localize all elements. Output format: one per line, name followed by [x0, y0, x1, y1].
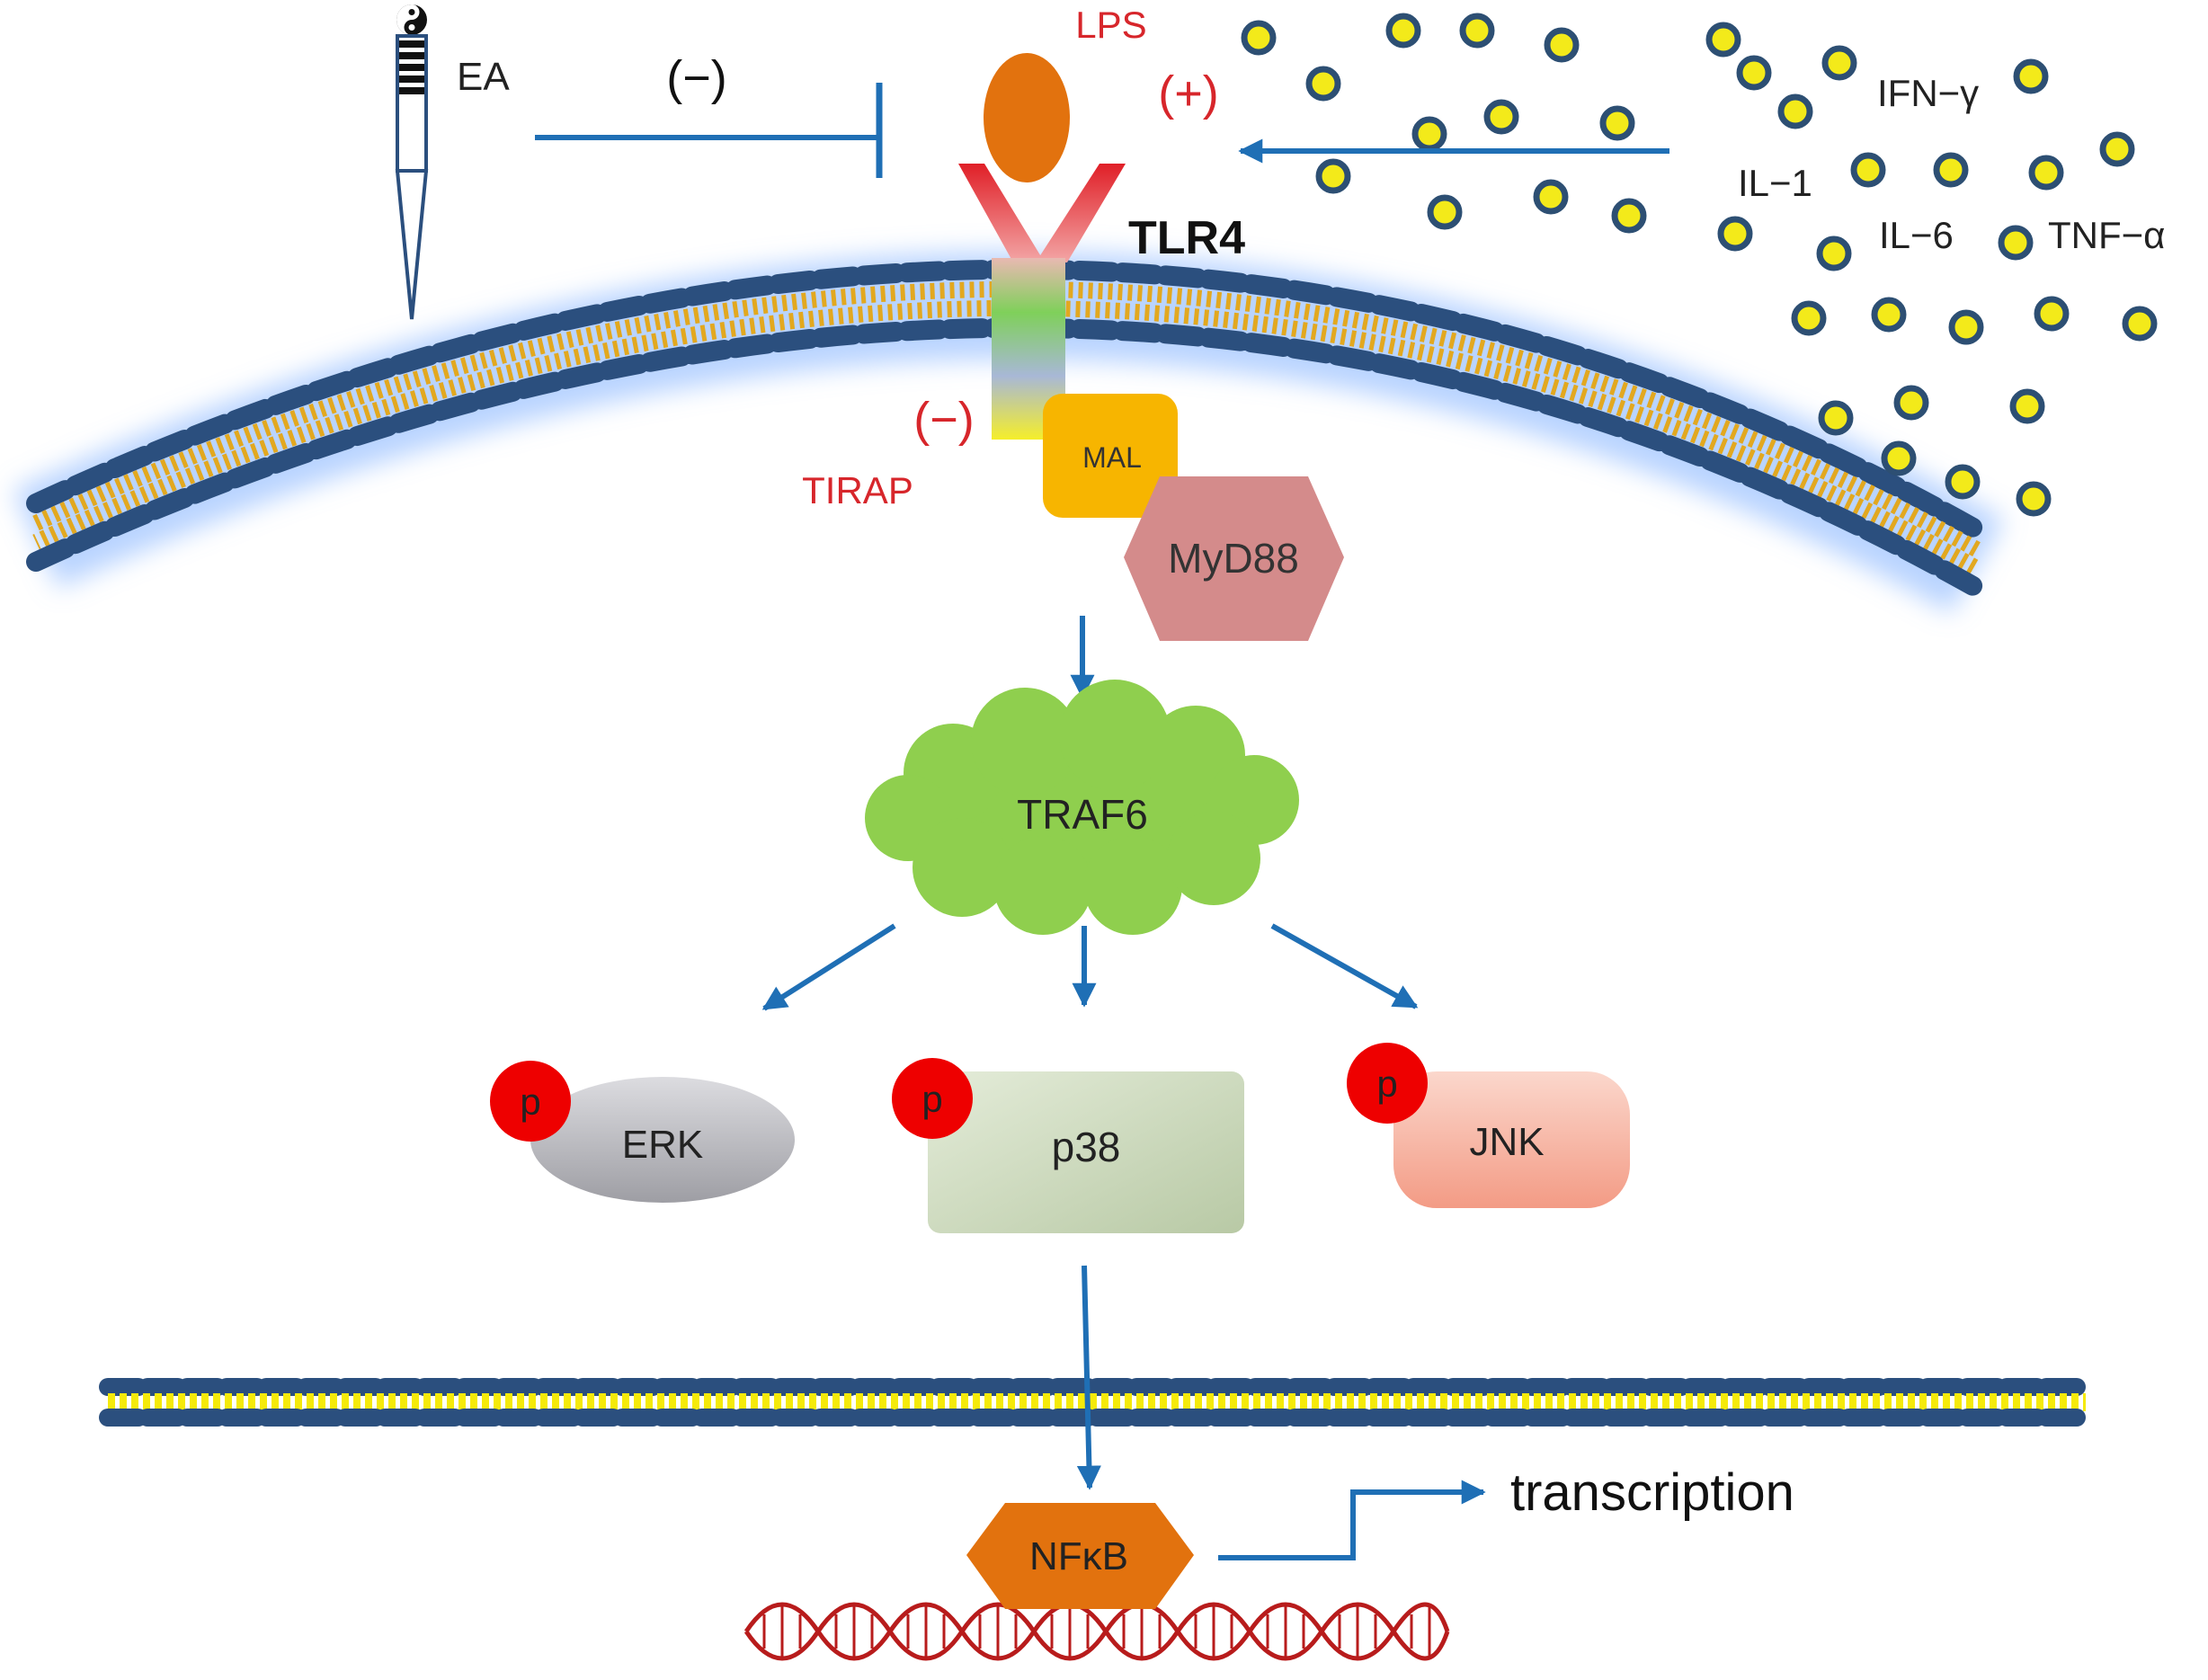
nfkb-label: NFκB — [1029, 1534, 1128, 1578]
ea-inhibition-line — [535, 83, 883, 178]
erk-label: ERK — [622, 1123, 703, 1167]
nfkb-factor — [966, 1503, 1194, 1609]
traf6-label: TRAF6 — [1017, 791, 1148, 838]
cytokine-tnf-alpha: TNF−α — [2048, 214, 2165, 256]
transcription-label: transcription — [1510, 1463, 1794, 1522]
ea-label: EA — [457, 55, 510, 99]
jnk-phospho-badge — [1347, 1043, 1428, 1124]
mal-label: MAL — [1082, 441, 1142, 474]
p38-phospho-badge — [892, 1058, 973, 1139]
lps-activation-sign: (+) — [1158, 67, 1219, 120]
jnk-label: JNK — [1469, 1120, 1544, 1164]
traf6-to-jnk-arrow — [1270, 923, 1419, 1009]
jnk-kinase — [1393, 1071, 1630, 1208]
erk-kinase — [530, 1077, 795, 1203]
myd88-label: MyD88 — [1168, 535, 1299, 582]
cytokine-il6: IL−6 — [1879, 214, 1954, 256]
ea-inhibition-sign: (−) — [666, 51, 727, 105]
p38-to-nfkb-arrow — [1076, 1265, 1101, 1490]
myd88-adaptor — [1124, 476, 1344, 641]
cytokine-ifn-gamma: IFN−γ — [1877, 72, 1979, 114]
cytokine-il1: IL−1 — [1738, 162, 1812, 204]
tirap-inhibition-sign: (−) — [913, 393, 975, 447]
tlr4-receptor — [958, 164, 1126, 440]
erk-phospho-label: p — [520, 1080, 540, 1123]
cytokine-particles — [1241, 13, 2158, 517]
tlr4-label: TLR4 — [1128, 212, 1245, 264]
acupuncture-needle-icon — [395, 4, 429, 320]
jnk-phospho-label: p — [1376, 1062, 1397, 1105]
erk-phospho-badge — [490, 1061, 571, 1142]
p38-phospho-label: p — [921, 1078, 942, 1120]
lps-molecule — [984, 53, 1070, 182]
p38-label: p38 — [1052, 1124, 1121, 1170]
p38-kinase — [928, 1071, 1244, 1233]
transcription-arrow — [1218, 1480, 1486, 1560]
mal-adaptor — [1043, 394, 1178, 518]
tirap-label: TIRAP — [802, 469, 913, 511]
traf6-cloud — [865, 680, 1299, 935]
lps-label: LPS — [1075, 4, 1146, 46]
nuclear-membrane — [99, 1378, 2095, 1427]
traf6-to-erk-arrow — [761, 923, 896, 1011]
dna-helix — [743, 1602, 1450, 1661]
